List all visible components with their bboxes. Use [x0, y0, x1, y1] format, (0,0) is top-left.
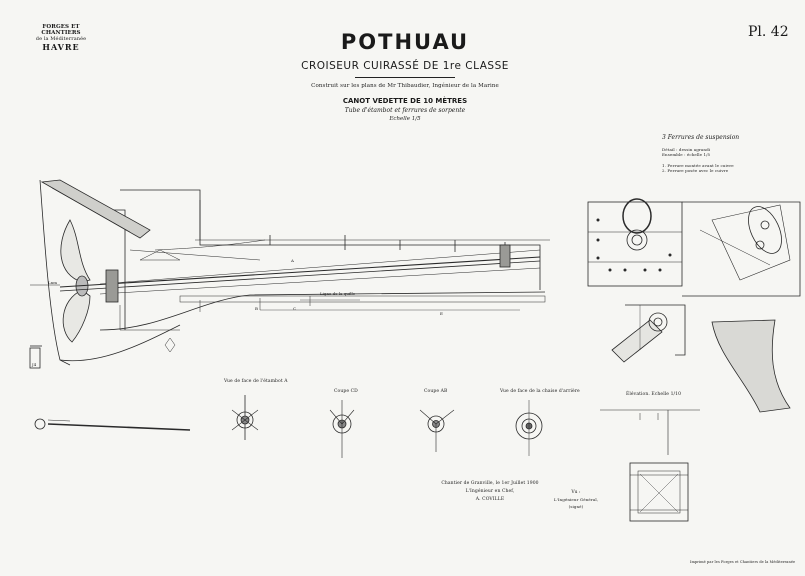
label-elevation: Élévation. Echelle 1/10 [626, 392, 682, 397]
ship-class: CROISEUR CUIRASSÉ DE 1re CLASSE [301, 60, 509, 72]
plate-number: Pl. 42 [748, 24, 789, 40]
title-rule [355, 77, 455, 78]
signature-left: Chantier de Granville, le 1er Juillet 19… [434, 481, 546, 502]
svg-text:B: B [255, 306, 258, 311]
svg-text:A: A [290, 258, 294, 263]
title-block: POTHUAU CROISEUR CUIRASSÉ DE 1re CLASSE … [255, 30, 555, 122]
detail-title: 3 Ferrures de suspension [662, 134, 740, 141]
detail-legend-1: 1. Ferrure montée avant le cuivre [662, 163, 734, 168]
propeller-shaft [59, 239, 541, 303]
label-view-d: Vue de face de la chaise d'arrière [500, 389, 580, 394]
signature-left-line3: A. COVILLE [475, 497, 505, 502]
signature-right-line1: Vu : [571, 490, 581, 495]
drawing-scale: Echelle 1/5 [389, 116, 421, 122]
plans-credit: Construit sur les plans de Mr Thibaudier… [311, 83, 499, 89]
rudder [40, 179, 151, 239]
label-view-a: Vue de face de l'étambot A [224, 379, 288, 384]
detail-note-2: Ensemble : échelle 1/5 [662, 152, 711, 157]
signature-right: Vu : L'Ingénieur Général, (signé) [548, 490, 604, 509]
detail-panel: 3 Ferrures de suspension Détail : dessin… [662, 134, 792, 173]
svg-text:Lnm: Lnm [48, 280, 57, 285]
boat-title: CANOT VEDETTE DE 10 MÈTRES [342, 97, 468, 105]
detail-legend-2: 2. Ferrure posée avec le cuivre [662, 168, 729, 173]
svg-text:E: E [440, 311, 443, 316]
elevation-detail [600, 409, 700, 522]
company-name: FORGES ET CHANTIERS [41, 24, 81, 36]
view-d [515, 400, 543, 456]
company-subtitle: de la Méditerranée [35, 36, 87, 42]
view-cd [329, 400, 355, 458]
signature-right-line3: (signé) [568, 504, 584, 509]
signature-left-line2: L'Ingénieur en Chef, [465, 489, 515, 494]
imprint: Imprimé par les Forges et Chantiers de l… [690, 560, 796, 564]
company-city: HAVRE [42, 42, 80, 52]
company-block: FORGES ET CHANTIERS de la Méditerranée H… [28, 24, 94, 52]
svg-text:J4: J4 [31, 362, 37, 367]
detail-suspension [587, 198, 801, 413]
view-ab [419, 409, 455, 452]
boat-subtitle: Tube d'étambot et ferrures de sorpente [344, 107, 466, 114]
pintle-rod [34, 418, 191, 431]
signature-left-line1: Chantier de Granville, le 1er Juillet 19… [441, 481, 539, 486]
propeller [60, 219, 91, 343]
signature-right-line2: L'Ingénieur Général, [553, 497, 599, 502]
svg-text:C: C [293, 306, 296, 311]
hull-elevation [29, 179, 550, 369]
label-section-cd: Coupe CD [334, 389, 358, 394]
ship-name: POTHUAU [340, 30, 470, 54]
keel-line-label: Ligne de la quille [320, 291, 356, 296]
drawing-letters: Lnm A B C E J4 [31, 258, 443, 367]
label-section-ab: Coupe AB [424, 389, 448, 394]
detail-note-1: Détail : dessin agrandi [662, 147, 711, 152]
view-a [231, 395, 259, 440]
